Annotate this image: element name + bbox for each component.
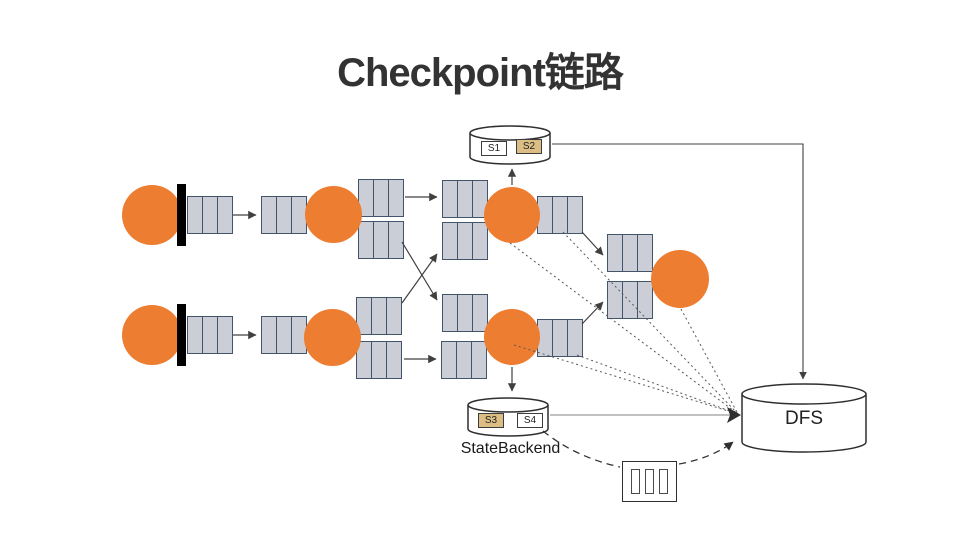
- buffer-queue-source-top: [187, 196, 233, 234]
- buffer-cell: [472, 181, 487, 217]
- buffer-cell: [359, 222, 373, 258]
- buffer-cell: [637, 235, 652, 271]
- buffer-queue-map-top-in: [261, 196, 307, 234]
- state-chip-s2: S2: [516, 139, 542, 154]
- buffer-cell: [217, 317, 232, 353]
- buffer-cell: [386, 342, 401, 378]
- buffer-cell: [371, 298, 386, 334]
- buffer-cell: [552, 197, 567, 233]
- keyed-task-bottom-circle: [484, 309, 540, 365]
- checkpoint-barrier-bottom: [177, 304, 186, 366]
- buffer-cell: [262, 317, 276, 353]
- buffer-cell: [202, 317, 217, 353]
- buffer-cell: [471, 342, 486, 378]
- buffer-cell: [188, 317, 202, 353]
- buffer-cell: [622, 282, 637, 318]
- source-task-bottom-circle: [122, 305, 182, 365]
- slide-title: Checkpoint链路: [337, 51, 624, 95]
- buffer-cell: [386, 298, 401, 334]
- state-chip-s1: S1: [481, 141, 507, 156]
- buffer-cell: [472, 223, 487, 259]
- buffer-queue-key-bottom-out: [537, 319, 583, 357]
- buffer-cell: [457, 181, 472, 217]
- buffer-cell: [443, 223, 457, 259]
- keyed-task-top-circle: [484, 187, 540, 243]
- buffer-cell: [262, 197, 276, 233]
- buffer-cell: [388, 222, 403, 258]
- buffer-queue-sink-in-a: [607, 234, 653, 272]
- buffer-cell: [373, 180, 388, 216]
- dfs-converge-arrowhead: [727, 407, 741, 423]
- buffer-queue-map-bottom-out-b: [356, 341, 402, 379]
- dfs-label: DFS: [785, 408, 823, 429]
- buffer-queue-map-bottom-in: [261, 316, 307, 354]
- statebackend-bottom-cylinder: S3 S4: [466, 396, 550, 438]
- dfs-cylinder: DFS: [740, 382, 868, 456]
- sink-task-circle: [651, 250, 709, 308]
- state-chip-s3: S3: [478, 413, 504, 428]
- buffer-cell: [291, 197, 306, 233]
- buffer-cell: [637, 282, 652, 318]
- buffer-queue-key-bottom-in-b: [441, 341, 487, 379]
- buffer-cell: [567, 197, 582, 233]
- cylinder-shape: [469, 125, 551, 165]
- buffer-cell: [567, 320, 582, 356]
- buffer-queue-source-bottom: [187, 316, 233, 354]
- buffer-queue-map-top-out-b: [358, 221, 404, 259]
- map-task-bottom-circle: [304, 309, 361, 366]
- buffer-cell: [442, 342, 456, 378]
- buffer-cell: [608, 235, 622, 271]
- buffer-queue-key-top-in-b: [442, 222, 488, 260]
- source-task-top-circle: [122, 185, 182, 245]
- buffer-queue-key-top-in-a: [442, 180, 488, 218]
- barrier-slot: [659, 469, 668, 494]
- buffer-queue-map-bottom-out-a: [356, 297, 402, 335]
- buffer-cell: [457, 295, 472, 331]
- buffer-cell: [371, 342, 386, 378]
- buffer-cell: [188, 197, 202, 233]
- buffer-cell: [457, 223, 472, 259]
- cylinder-shape: [741, 383, 867, 453]
- buffer-cell: [217, 197, 232, 233]
- buffer-cell: [608, 282, 622, 318]
- statebackend-label: StateBackend: [460, 440, 561, 457]
- buffer-cell: [472, 295, 487, 331]
- barrier-buffer-box: [622, 461, 677, 502]
- buffer-cell: [388, 180, 403, 216]
- buffer-cell: [622, 235, 637, 271]
- state-chip-s4: S4: [517, 413, 543, 428]
- buffer-cell: [538, 320, 552, 356]
- buffer-cell: [443, 295, 457, 331]
- barrier-slot: [631, 469, 640, 494]
- buffer-cell: [552, 320, 567, 356]
- buffer-cell: [538, 197, 552, 233]
- map-task-top-circle: [305, 186, 362, 243]
- buffer-cell: [202, 197, 217, 233]
- checkpoint-barrier-top: [177, 184, 186, 246]
- buffer-queue-key-bottom-in-a: [442, 294, 488, 332]
- buffer-cell: [291, 317, 306, 353]
- buffer-queue-map-top-out-a: [358, 179, 404, 217]
- statebackend-top-cylinder: S1 S2: [468, 124, 552, 166]
- buffer-cell: [373, 222, 388, 258]
- buffer-queue-sink-in-b: [607, 281, 653, 319]
- barrier-slot: [645, 469, 654, 494]
- buffer-cell: [276, 317, 291, 353]
- buffer-cell: [443, 181, 457, 217]
- buffer-queue-key-top-out: [537, 196, 583, 234]
- buffer-cell: [456, 342, 471, 378]
- buffer-cell: [276, 197, 291, 233]
